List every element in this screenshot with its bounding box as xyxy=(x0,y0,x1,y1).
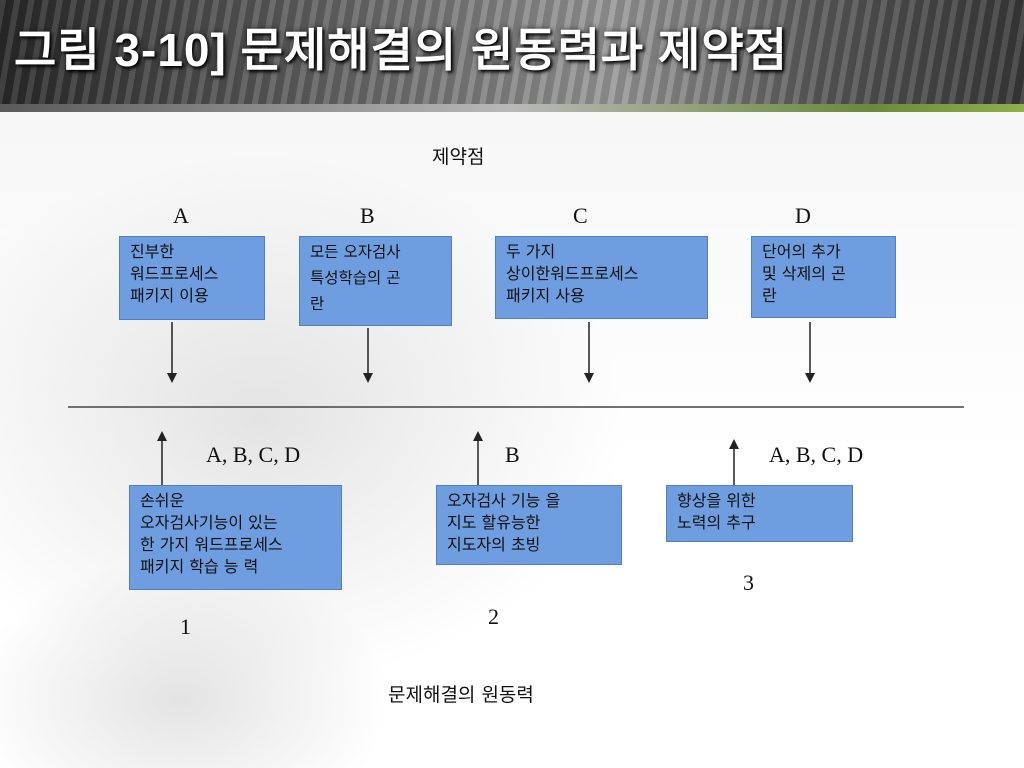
box-line: 란 xyxy=(762,286,777,305)
box-line: 모든 오자검사 xyxy=(310,243,401,261)
constraint-box-c: 두 가지 상이한워드프로세스 패키지 사용 xyxy=(495,236,708,319)
box-line: 란 xyxy=(310,295,325,313)
header-strip xyxy=(0,104,1024,112)
box-line: 지도 할유능한 xyxy=(447,513,541,532)
constraint-letter-c: C xyxy=(573,203,588,228)
box-line: 상이한워드프로세스 xyxy=(506,264,639,283)
box-line: 노력의 추구 xyxy=(677,513,756,532)
constraints-heading: 제약점 xyxy=(432,146,485,168)
driver-number-3: 3 xyxy=(743,570,754,595)
drivers-heading: 문제해결의 원동력 xyxy=(388,684,534,706)
driver-number-2: 2 xyxy=(488,604,499,629)
box-line: 지도자의 초빙 xyxy=(447,535,541,554)
constraint-box-b: 모든 오자검사 특성학습의 곤 란 xyxy=(299,236,452,326)
box-line: 특성학습의 곤 xyxy=(310,269,401,287)
box-line: 손쉬운 xyxy=(140,491,185,510)
constraint-letter-d: D xyxy=(795,203,811,228)
constraint-box-a: 진부한 워드프로세스 패키지 이용 xyxy=(119,236,265,320)
box-line: 오자검사 기능 을 xyxy=(447,491,561,510)
driver-box-3: 향상을 위한 노력의 추구 xyxy=(666,485,853,542)
driver-targets-1: A, B, C, D xyxy=(206,442,301,467)
constraint-letter-a: A xyxy=(173,203,189,228)
driver-box-2: 오자검사 기능 을 지도 할유능한 지도자의 초빙 xyxy=(436,485,622,565)
driver-targets-2: B xyxy=(505,442,520,467)
slide-title: 그림 3-10] 문제해결의 원동력과 제약점 xyxy=(14,24,788,76)
box-line: 패키지 사용 xyxy=(506,286,585,305)
box-line: 단어의 추가 xyxy=(762,242,841,261)
constraint-box-d: 단어의 추가 및 삭제의 곤 란 xyxy=(751,236,896,318)
header-banner xyxy=(0,0,1024,104)
driver-box-1: 손쉬운 오자검사기능이 있는 한 가지 워드프로세스 패키지 학습 능 력 xyxy=(129,485,342,590)
constraint-letter-b: B xyxy=(360,203,375,228)
driver-number-1: 1 xyxy=(180,614,191,639)
driver-targets-3: A, B, C, D xyxy=(769,442,864,467)
box-line: 패키지 학습 능 력 xyxy=(140,557,259,576)
box-line: 및 삭제의 곤 xyxy=(762,264,846,283)
box-line: 워드프로세스 xyxy=(130,264,219,283)
box-line: 패키지 이용 xyxy=(130,286,209,305)
box-line: 향상을 위한 xyxy=(677,491,756,510)
box-line: 진부한 xyxy=(130,242,175,261)
box-line: 오자검사기능이 있는 xyxy=(140,513,278,532)
box-line: 두 가지 xyxy=(506,242,556,261)
box-line: 한 가지 워드프로세스 xyxy=(140,535,283,554)
